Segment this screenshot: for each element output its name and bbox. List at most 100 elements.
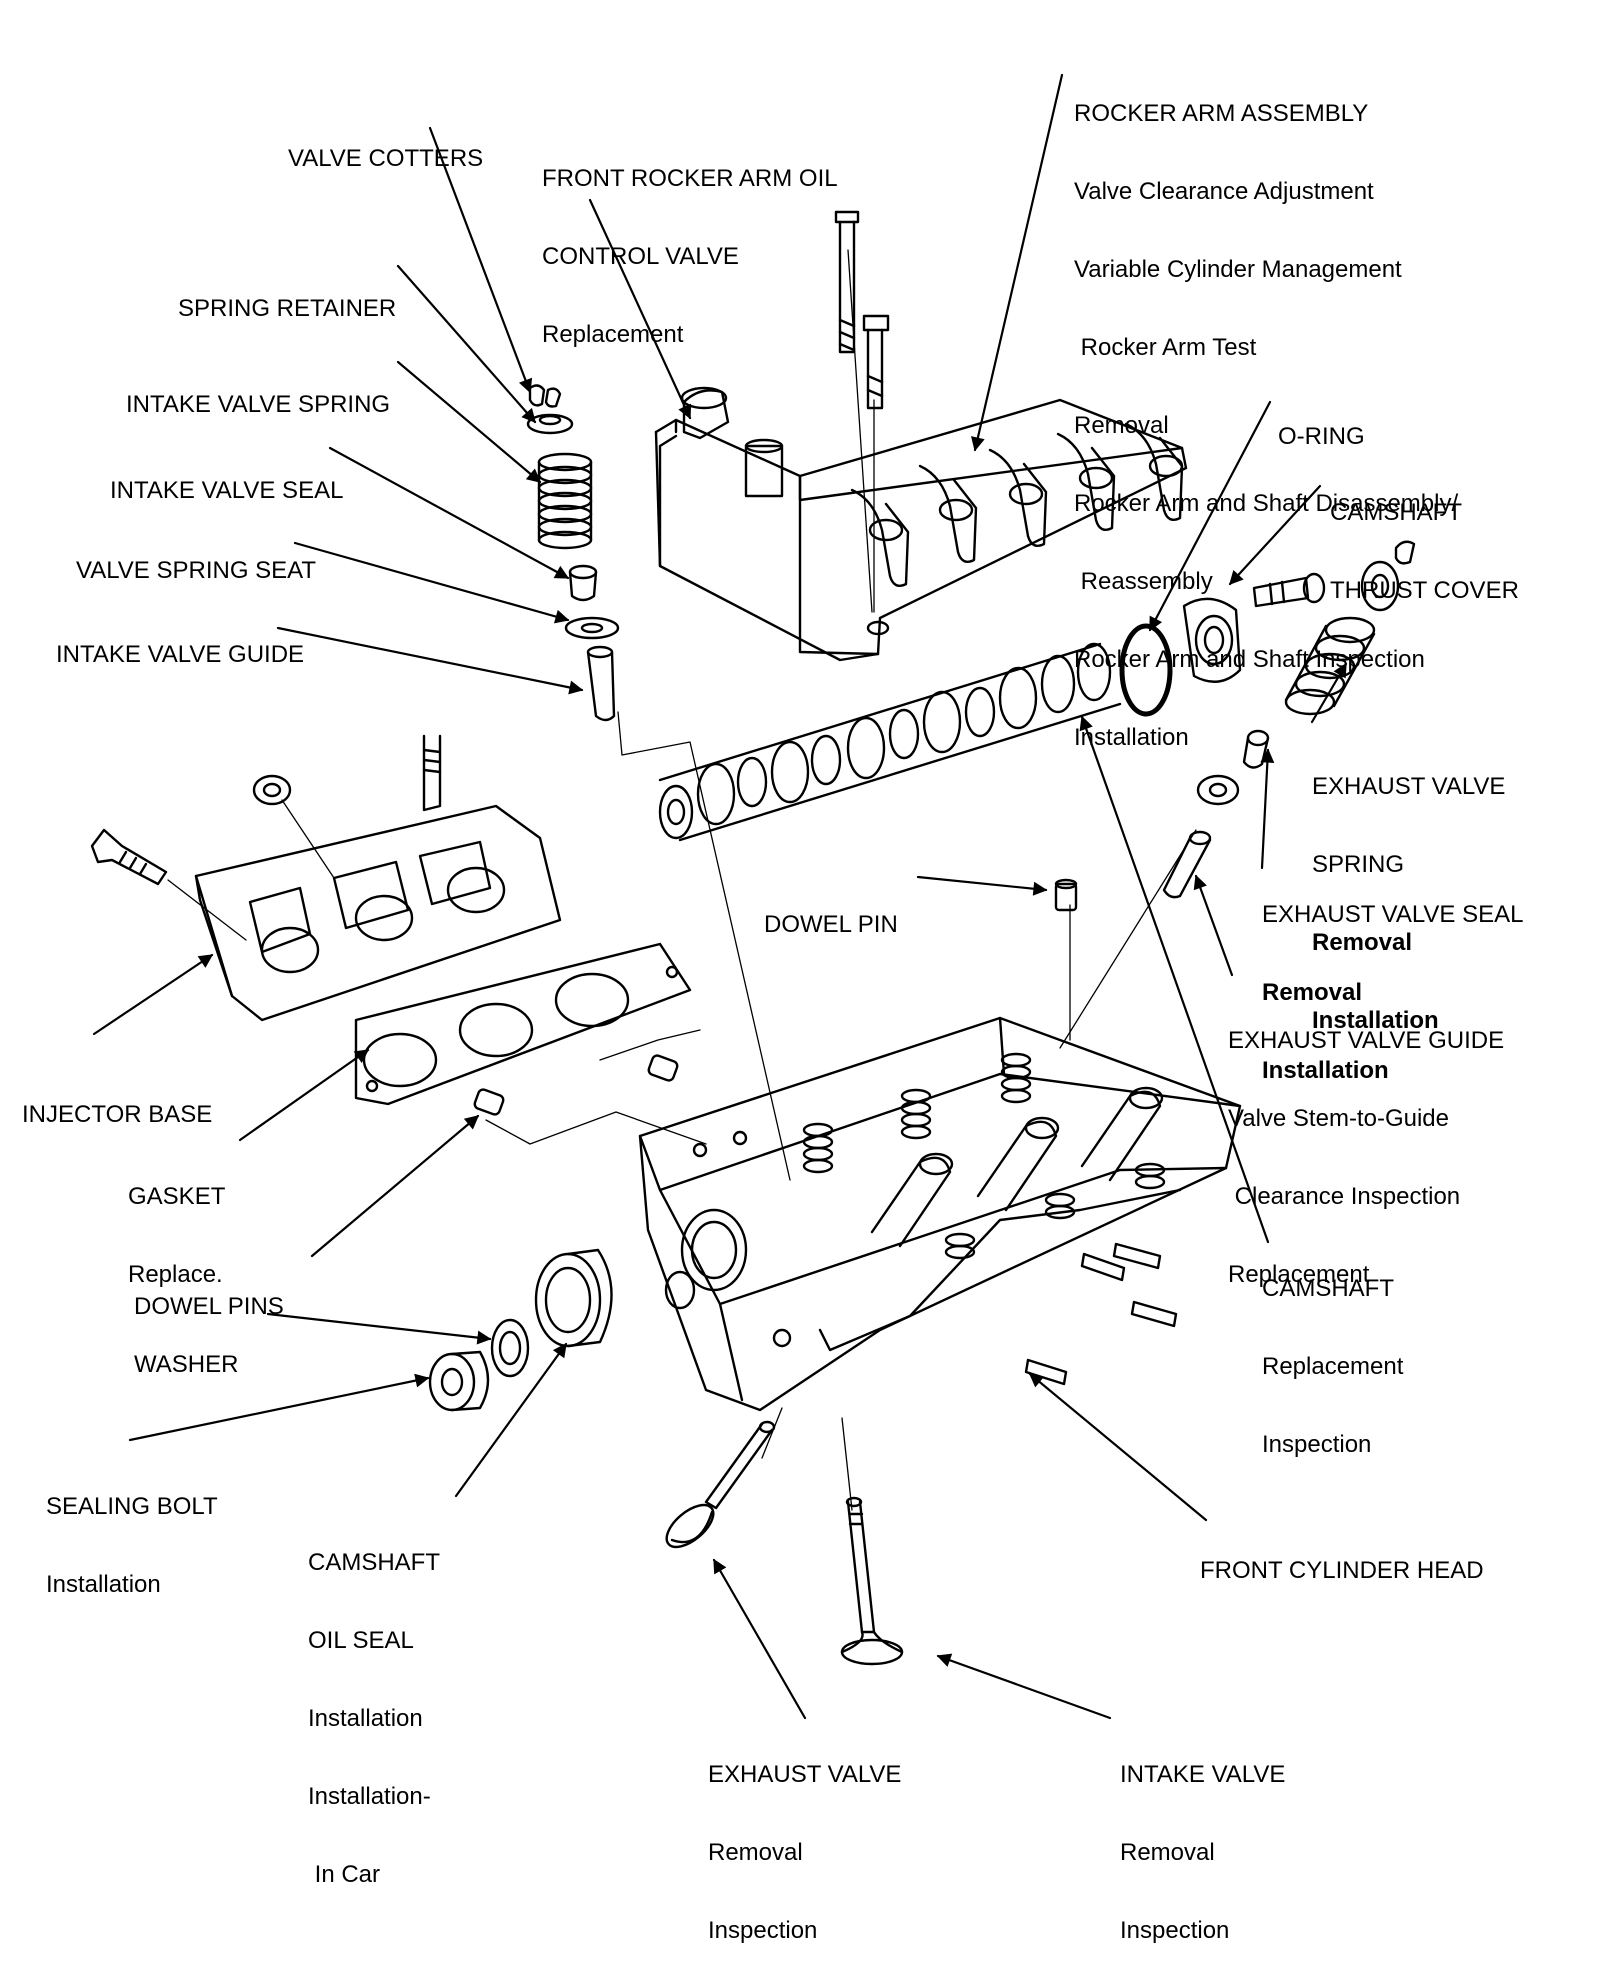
label-rocker-arm-assembly-line6: Rocker Arm and Shaft Disassembly/ (1074, 490, 1459, 517)
label-camshaft-thrust-cover-line2: THRUST COVER (1330, 577, 1519, 604)
label-front-rocker-oil-valve-line2: CONTROL VALVE (542, 243, 739, 270)
leader-washer (268, 1314, 492, 1345)
label-front-cylinder-head: FRONT CYLINDER HEAD (1200, 1506, 1484, 1610)
dowel-pins-part (473, 1054, 678, 1116)
label-rocker-arm-assembly: ROCKER ARM ASSEMBLY Valve Clearance Adju… (1074, 49, 1458, 777)
alignment-lines (168, 250, 1196, 1510)
label-o-ring-title: O-RING (1278, 423, 1365, 450)
label-sealing-bolt: SEALING BOLT Installation (46, 1442, 218, 1624)
label-exhaust-valve-seal-line2: Removal (1262, 979, 1363, 1006)
cylinder-head-exploded-view (0, 0, 1600, 1778)
label-rocker-arm-assembly-line8: Rocker Arm and Shaft Inspection (1074, 646, 1425, 673)
intake-valve-guide-part (588, 647, 614, 720)
label-rocker-arm-assembly-line2: Valve Clearance Adjustment (1074, 178, 1374, 205)
label-intake-valve-line1: INTAKE VALVE (1120, 1761, 1286, 1788)
exhaust-valve-guide-part (1164, 832, 1210, 897)
label-exhaust-valve-seal-line3: Installation (1262, 1057, 1389, 1084)
front-cylinder-head-part (640, 1018, 1240, 1410)
label-intake-valve-spring: INTAKE VALVE SPRING (126, 340, 390, 444)
label-front-rocker-oil-valve-line1: FRONT ROCKER ARM OIL (542, 165, 838, 192)
label-gasket-line1: GASKET (128, 1183, 226, 1210)
leader-valve-cotters (430, 128, 533, 394)
sealing-bolt-part (430, 1352, 488, 1410)
intake-valve-part (842, 1498, 902, 1664)
label-exhaust-valve-guide: EXHAUST VALVE GUIDE Valve Stem-to-Guide … (1228, 976, 1504, 1314)
label-rocker-arm-assembly-line7: Reassembly (1074, 568, 1213, 595)
label-exhaust-valve-line3: Inspection (708, 1917, 818, 1944)
label-front-rocker-oil-valve: FRONT ROCKER ARM OIL CONTROL VALVE Repla… (542, 114, 838, 374)
label-intake-valve-seal: INTAKE VALVE SEAL (110, 426, 343, 530)
injector-base-part (92, 736, 560, 1020)
leader-exhaust-valve-seal (1260, 748, 1275, 868)
label-sealing-bolt-line2: Installation (46, 1571, 161, 1598)
leader-intake-valve (936, 1653, 1110, 1718)
leader-camshaft-thrust-cover (1230, 486, 1320, 584)
label-valve-spring-seat-title: VALVE SPRING SEAT (76, 557, 317, 584)
label-camshaft: CAMSHAFT Replacement Inspection (1262, 1224, 1403, 1484)
leader-dowel-pin (918, 877, 1048, 896)
label-o-ring: O-RING (1278, 372, 1365, 476)
leader-exhaust-valve (714, 1558, 805, 1718)
leader-camshaft-oil-seal (456, 1342, 566, 1496)
intake-valve-stack (528, 385, 618, 720)
gasket-part (356, 944, 690, 1104)
label-front-rocker-oil-valve-line3: Replacement (542, 321, 684, 348)
leader-rocker-arm-assembly (971, 75, 1062, 452)
injector-bolt-part (92, 830, 166, 884)
label-injector-base: INJECTOR BASE (22, 1050, 212, 1154)
label-spring-retainer: SPRING RETAINER (178, 244, 396, 348)
label-exhaust-valve-line2: Removal (708, 1839, 803, 1866)
label-exhaust-valve-seal-line1: EXHAUST VALVE SEAL (1262, 901, 1524, 928)
label-valve-spring-seat: VALVE SPRING SEAT (76, 506, 316, 610)
label-camshaft-line1: CAMSHAFT (1262, 1275, 1394, 1302)
leader-gasket (240, 1050, 370, 1140)
valve-spring-seat-part (566, 618, 618, 638)
exhaust-valve-part (660, 1422, 774, 1555)
label-dowel-pin: DOWEL PIN (764, 860, 898, 964)
intake-valve-spring-part (539, 454, 591, 548)
label-dowel-pins-title: DOWEL PINS (134, 1293, 284, 1320)
label-intake-valve-guide-title: INTAKE VALVE GUIDE (56, 641, 305, 668)
label-exhaust-valve-line1: EXHAUST VALVE (708, 1761, 902, 1788)
label-valve-cotters: VALVE COTTERS (288, 94, 483, 198)
camshaft-oil-seal-part (536, 1250, 612, 1346)
head-valve-springs (804, 1054, 1164, 1258)
label-intake-valve-guide: INTAKE VALVE GUIDE (56, 590, 304, 694)
dowel-pin-part (1056, 880, 1076, 910)
exhaust-valve-seal-part (1244, 731, 1268, 768)
leader-exhaust-valve-guide (1193, 874, 1232, 975)
leader-lines (94, 75, 1346, 1718)
label-rocker-arm-assembly-line3: Variable Cylinder Management (1074, 256, 1402, 283)
leader-o-ring (1150, 402, 1270, 632)
label-camshaft-thrust-cover: CAMSHAFT THRUST COVER (1330, 448, 1519, 630)
exhaust-cotters-part (1396, 542, 1414, 564)
washer-part (492, 1320, 528, 1376)
o-ring-part (1122, 626, 1170, 714)
leader-sealing-bolt (130, 1373, 430, 1440)
label-rocker-arm-assembly-line4: Rocker Arm Test (1074, 334, 1257, 361)
leader-front-cylinder-head (1030, 1374, 1206, 1520)
label-camshaft-line3: Inspection (1262, 1431, 1372, 1458)
rocker-arm-assembly-part (656, 212, 1186, 660)
label-intake-valve-line2: Removal (1120, 1839, 1215, 1866)
thrust-cover-bolt-part (1254, 574, 1324, 606)
label-injector-base-title: INJECTOR BASE (22, 1101, 213, 1128)
right-side-parts (1056, 542, 1414, 910)
label-camshaft-oil-seal-line4: Installation- (308, 1783, 431, 1810)
label-intake-valve-spring-title: INTAKE VALVE SPRING (126, 391, 391, 418)
label-exhaust-valve-guide-line1: EXHAUST VALVE GUIDE (1228, 1027, 1505, 1054)
label-camshaft-oil-seal-line3: Installation (308, 1705, 423, 1732)
leader-valve-spring-seat (295, 543, 570, 624)
label-exhaust-valve-spring-line1: EXHAUST VALVE (1312, 773, 1506, 800)
leader-dowel-pins (312, 1116, 478, 1256)
leader-spring-retainer (398, 266, 535, 422)
label-exhaust-valve-spring-line2: SPRING (1312, 851, 1405, 878)
label-exhaust-valve-guide-line3: Clearance Inspection (1228, 1183, 1461, 1210)
valve-cotters-part (530, 385, 560, 406)
leader-intake-valve-spring (398, 362, 540, 482)
label-exhaust-valve-seal: EXHAUST VALVE SEAL Removal Installation (1262, 850, 1523, 1110)
label-gasket: GASKET Replace. (128, 1132, 225, 1314)
leader-camshaft (1079, 715, 1268, 1242)
label-exhaust-valve-spring: EXHAUST VALVE SPRING Removal Installatio… (1312, 722, 1505, 1060)
